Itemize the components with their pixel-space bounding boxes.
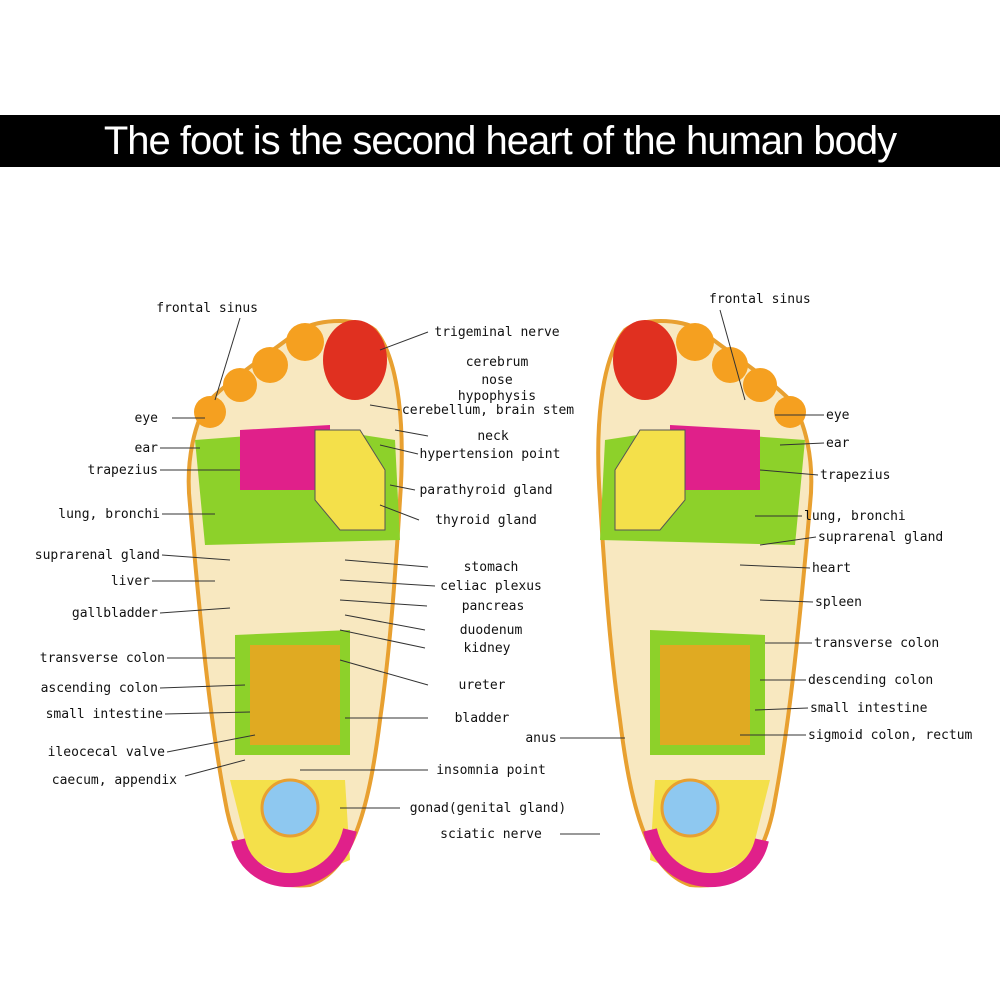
- left-big-toe: [323, 320, 387, 400]
- left-toe-3: [252, 347, 288, 383]
- center-label-4: cerebellum, brain stem: [402, 403, 574, 418]
- left-label-6: liver: [111, 574, 150, 589]
- center-label-9: stomach: [464, 560, 519, 575]
- right-leader-2: [779, 442, 825, 446]
- right-label-10: small intestine: [810, 701, 928, 716]
- right-leader-10: [754, 707, 809, 711]
- right-leader-0: [719, 309, 746, 401]
- right-label-9: descending colon: [808, 673, 933, 688]
- left-leader-0: [214, 317, 241, 401]
- labels-layer: frontal sinus eye ear trapezius lung, bronch…: [35, 292, 973, 842]
- center-label-8: thyroid gland: [435, 513, 537, 528]
- center-leader-7: [389, 484, 416, 491]
- left-label-9: ascending colon: [41, 681, 158, 696]
- right-toe-4: [676, 323, 714, 361]
- center-label-16: anus: [525, 731, 556, 746]
- left-leader-9: [159, 684, 246, 689]
- center-label-11: pancreas: [462, 599, 525, 614]
- right-label-8: transverse colon: [814, 636, 939, 651]
- center-label-6: hypertension point: [420, 447, 561, 462]
- center-label-3: hypophysis: [458, 389, 536, 404]
- right-toe-2: [743, 368, 777, 402]
- left-leader-5: [161, 554, 231, 561]
- left-label-4: lung, bronchi: [58, 507, 160, 522]
- left-label-3: trapezius: [88, 463, 158, 478]
- right-magenta-zone: [670, 425, 760, 490]
- center-leader-5: [394, 429, 429, 437]
- right-label-3: trapezius: [820, 468, 890, 483]
- left-label-0: frontal sinus: [156, 301, 258, 316]
- center-label-12: duodenum: [460, 623, 523, 638]
- left-toe-4: [286, 323, 324, 361]
- right-foot: [596, 319, 814, 888]
- center-leader-8: [379, 504, 420, 521]
- center-label-14: ureter: [459, 678, 506, 693]
- center-label-2: nose: [481, 373, 512, 388]
- page-title: The foot is the second heart of the huma…: [103, 119, 897, 163]
- right-toe-3: [712, 347, 748, 383]
- left-label-7: gallbladder: [72, 606, 158, 621]
- center-leader-14: [339, 659, 429, 686]
- right-leader-3: [759, 469, 819, 476]
- right-label-6: heart: [812, 561, 851, 576]
- right-arch-zone: [614, 429, 686, 531]
- left-label-1: eye: [135, 411, 159, 426]
- left-leader-7: [159, 607, 231, 614]
- left-magenta-zone: [240, 425, 330, 490]
- center-leader-0: [379, 331, 429, 351]
- center-leader-6: [379, 444, 419, 455]
- center-leader-9: [344, 559, 429, 568]
- right-label-5: suprarenal gland: [818, 530, 943, 545]
- center-label-7: parathyroid gland: [419, 483, 552, 498]
- left-arch-zone: [314, 429, 386, 531]
- left-gonad-circle: [260, 778, 320, 838]
- left-label-2: ear: [135, 441, 159, 456]
- center-label-18: gonad(genital gland): [410, 801, 567, 816]
- right-label-1: eye: [826, 408, 850, 423]
- right-big-toe: [613, 320, 677, 400]
- left-leader-10: [164, 711, 251, 715]
- center-leader-12: [344, 614, 426, 631]
- right-label-4: lung, bronchi: [804, 509, 906, 524]
- left-leader-12: [184, 759, 246, 777]
- center-leader-4: [369, 404, 401, 411]
- center-leader-10: [339, 579, 436, 587]
- left-label-12: caecum, appendix: [52, 773, 177, 788]
- center-label-15: bladder: [455, 711, 510, 726]
- center-label-13: kidney: [464, 641, 511, 656]
- center-leader-13: [339, 629, 426, 649]
- center-label-19: sciatic nerve: [440, 827, 542, 842]
- center-label-5: neck: [477, 429, 508, 444]
- right-gonad-circle: [660, 778, 720, 838]
- center-label-10: celiac plexus: [440, 579, 542, 594]
- right-label-11: sigmoid colon, rectum: [808, 728, 973, 743]
- right-intestine-inner: [660, 645, 750, 745]
- right-leader-7: [759, 599, 814, 603]
- left-foot: [186, 319, 404, 888]
- right-leader-6: [739, 564, 811, 569]
- title-banner: The foot is the second heart of the huma…: [0, 115, 1000, 167]
- left-label-10: small intestine: [46, 707, 164, 722]
- center-label-1: cerebrum: [466, 355, 529, 370]
- right-heel-arc: [643, 828, 769, 888]
- center-leader-11: [339, 599, 428, 607]
- left-heel-arc: [231, 828, 357, 888]
- right-label-2: ear: [826, 436, 850, 451]
- left-toe-2: [223, 368, 257, 402]
- left-leader-11: [166, 734, 256, 753]
- left-intestine-inner: [250, 645, 340, 745]
- right-label-0: frontal sinus: [709, 292, 811, 307]
- left-toe-1: [194, 396, 226, 428]
- left-label-8: transverse colon: [40, 651, 165, 666]
- right-leader-5: [759, 536, 817, 546]
- center-label-0: trigeminal nerve: [434, 325, 559, 340]
- left-label-11: ileocecal valve: [48, 745, 166, 760]
- right-toe-1: [774, 396, 806, 428]
- left-label-5: suprarenal gland: [35, 548, 160, 563]
- right-label-7: spleen: [815, 595, 862, 610]
- center-label-17: insomnia point: [436, 763, 546, 778]
